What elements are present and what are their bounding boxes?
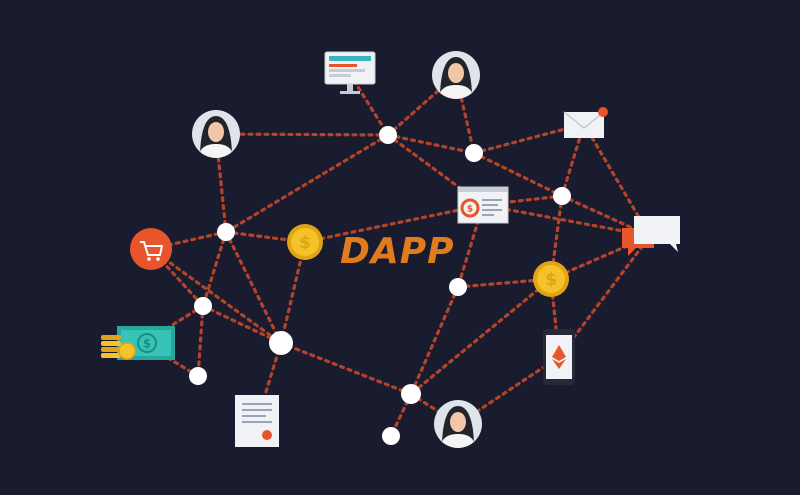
network-link: [454, 73, 476, 155]
shopping-cart-icon: [130, 228, 172, 270]
network-node: [401, 384, 421, 404]
web-page-icon: $: [457, 186, 509, 224]
network-node: [449, 278, 467, 296]
network-link: [456, 355, 561, 426]
network-link: [201, 230, 228, 308]
cash-and-coins-icon: $: [101, 326, 175, 360]
network-link: [409, 285, 460, 396]
user-avatar-icon: [432, 51, 480, 99]
network-link: [456, 277, 553, 289]
network-link: [279, 341, 413, 396]
svg-text:$: $: [545, 270, 557, 290]
network-node: [189, 367, 207, 385]
network-link: [472, 151, 564, 198]
envelope-icon: [563, 107, 608, 138]
chat-bubbles-icon: [622, 216, 680, 256]
network-nodes: [189, 126, 571, 445]
network-link: [303, 203, 485, 244]
network-node: [217, 223, 235, 241]
svg-text:$: $: [143, 337, 151, 351]
user-avatar-icon: [434, 400, 482, 448]
network-link: [214, 132, 390, 137]
network-link: [224, 230, 283, 345]
dollar-coin-icon: $: [533, 261, 569, 297]
network-link: [549, 194, 564, 281]
network-link: [409, 277, 553, 396]
user-avatar-icon: [192, 110, 240, 158]
network-link: [456, 203, 485, 289]
monitor-icon: [324, 51, 376, 94]
network-link: [386, 133, 476, 155]
network-link: [149, 247, 205, 308]
network-node: [553, 187, 571, 205]
svg-text:$: $: [467, 205, 473, 215]
network-link: [196, 304, 205, 378]
network-link: [224, 133, 390, 234]
network-node: [382, 427, 400, 445]
network-link: [149, 247, 283, 345]
smartphone-ethereum-icon: [543, 329, 575, 385]
dapp-title: DAPP: [340, 231, 455, 272]
network-node: [379, 126, 397, 144]
svg-text:$: $: [299, 233, 311, 253]
network-node: [194, 297, 212, 315]
network-link: [481, 203, 652, 238]
network-node: [465, 144, 483, 162]
dollar-coin-icon: $: [287, 224, 323, 260]
network-link: [201, 304, 283, 345]
network-node: [269, 331, 293, 355]
document-icon: [235, 395, 279, 447]
